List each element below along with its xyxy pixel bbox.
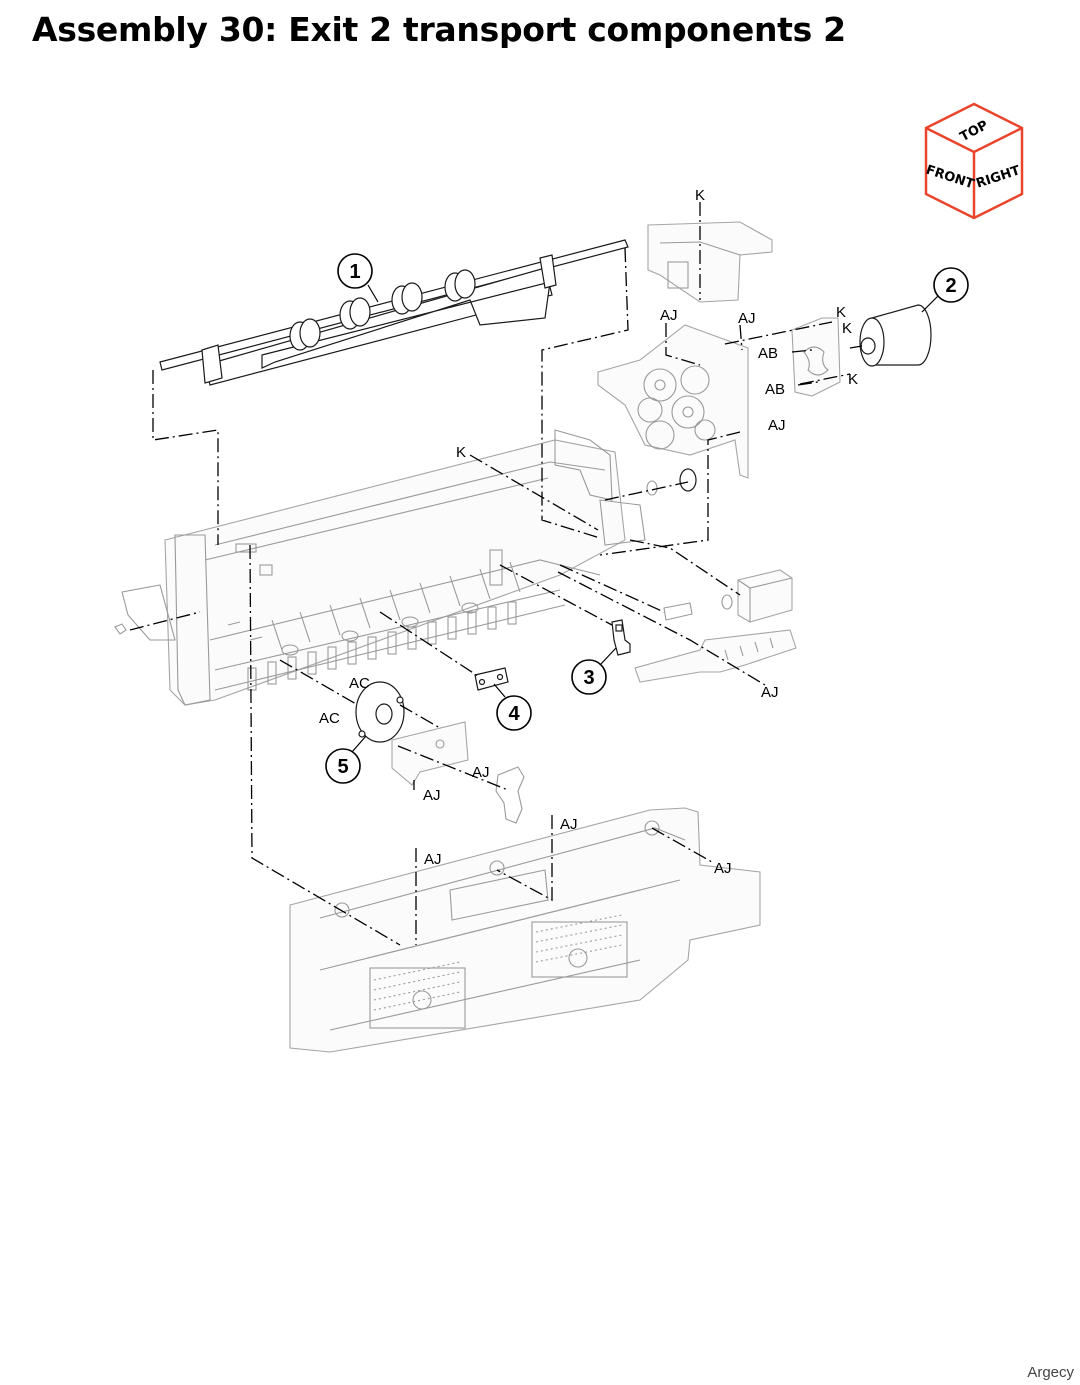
callout-3-number: 3 xyxy=(583,667,594,689)
label-ab: AB xyxy=(758,345,778,362)
label-aj: AJ xyxy=(761,684,779,701)
page-title: Assembly 30: Exit 2 transport components… xyxy=(32,10,846,49)
exit-roller-shaft-part xyxy=(159,239,629,386)
sensor-part xyxy=(611,619,631,656)
label-ac: AC xyxy=(349,675,370,692)
callout-1: 1 xyxy=(337,253,379,303)
fastener-labels: K AJ AJ K K AB AB K AJ K AJ AC AC AJ AJ … xyxy=(319,187,858,877)
label-aj: AJ xyxy=(424,851,442,868)
transport-frame xyxy=(114,429,646,706)
top-bracket-part xyxy=(647,221,773,303)
motor-part xyxy=(791,304,932,397)
label-aj: AJ xyxy=(423,787,441,804)
label-k: K xyxy=(842,320,852,337)
stepper-motor-part xyxy=(355,681,525,824)
callout-4-number: 4 xyxy=(508,703,520,725)
callout-3: 3 xyxy=(571,647,617,695)
callout-1-number: 1 xyxy=(349,261,360,283)
lower-cover-part xyxy=(289,807,761,1053)
watermark: Argecy xyxy=(1027,1364,1074,1381)
callout-5: 5 xyxy=(325,735,367,784)
label-ab: AB xyxy=(765,381,785,398)
label-aj: AJ xyxy=(472,764,490,781)
orientation-cube: TOP FRONT RIGHT xyxy=(924,102,1024,220)
label-k: K xyxy=(836,304,846,321)
label-aj: AJ xyxy=(714,860,732,877)
label-aj: AJ xyxy=(738,310,756,327)
label-ac: AC xyxy=(319,710,340,727)
solenoid-part xyxy=(663,569,793,623)
label-aj: AJ xyxy=(560,816,578,833)
alignment-lines xyxy=(129,202,851,946)
flag-sensor-part xyxy=(474,667,509,691)
label-k: K xyxy=(695,187,705,204)
callout-2: 2 xyxy=(921,267,969,313)
label-k: K xyxy=(848,371,858,388)
callout-2-number: 2 xyxy=(945,275,956,297)
gear-drive-bracket-part xyxy=(597,324,749,496)
callout-5-number: 5 xyxy=(337,756,348,778)
label-k: K xyxy=(456,444,466,461)
label-aj: AJ xyxy=(768,417,786,434)
callout-4: 4 xyxy=(493,683,532,731)
label-aj: AJ xyxy=(660,307,678,324)
